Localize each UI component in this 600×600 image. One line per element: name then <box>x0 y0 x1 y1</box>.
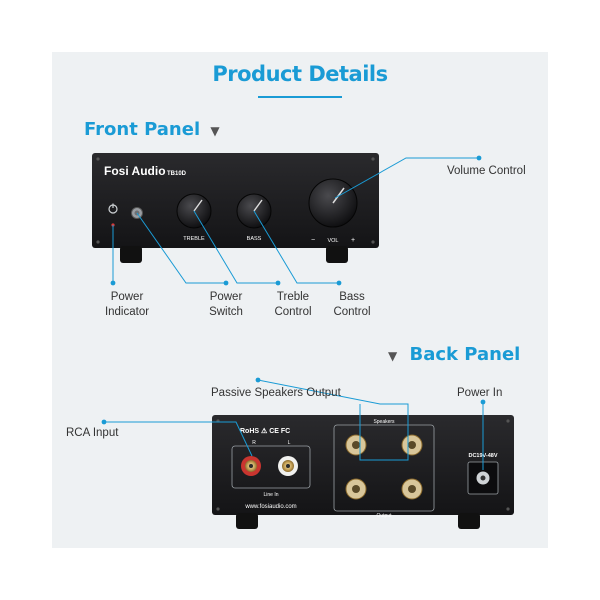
certifications-label: RoHS ⚠ CE FC <box>240 427 290 435</box>
model-label: TB10D <box>167 171 187 177</box>
volume-control-callout: Volume Control <box>447 165 526 177</box>
front-foot-left <box>120 246 142 263</box>
website-label: www.fosiaudio.com <box>244 504 296 510</box>
treble-callout-line <box>193 210 278 284</box>
treble-control-callout-line1: Treble <box>276 291 310 303</box>
volume-minus-label: − <box>311 237 315 244</box>
power-switch-callout: Power Switch <box>206 290 246 320</box>
bass-control-callout-line2: Control <box>333 306 371 318</box>
power-indicator-callout: Power Indicator <box>103 290 151 320</box>
bass-knob-label: BASS <box>247 236 262 242</box>
power-switch-callout-line2: Switch <box>209 306 243 318</box>
front-panel-heading-text: Front Panel <box>84 119 201 140</box>
speakers-output-callout-line <box>257 379 409 461</box>
back-amplifier: RoHS ⚠ CE FC R L Line In www.fosiaudio.c… <box>212 415 514 529</box>
caret-down-icon: ▼ <box>210 124 220 138</box>
bass-callout-line <box>253 210 339 284</box>
speaker-terminals <box>345 434 423 500</box>
volume-plus-label: + <box>351 237 355 244</box>
rca-input-callout: RCA Input <box>66 427 119 439</box>
back-foot-right <box>458 513 480 529</box>
front-callout-dots <box>110 155 482 286</box>
power-indicator-callout-line1: Power <box>110 291 144 303</box>
treble-control-callout-line2: Control <box>274 306 312 318</box>
back-chassis <box>212 415 514 515</box>
screw <box>371 240 375 244</box>
brand-label: Fosi Audio <box>104 164 166 178</box>
speakers-label: Speakers <box>373 419 395 425</box>
line-in-label: Line In <box>263 492 278 498</box>
front-callout-lines <box>112 157 479 284</box>
front-foot-right <box>326 246 348 263</box>
title-underline <box>258 96 342 98</box>
passive-speakers-output-callout: Passive Speakers Output <box>211 387 341 399</box>
line-in-frame <box>231 445 311 489</box>
screw <box>371 157 375 161</box>
caret-down-icon: ▼ <box>388 349 398 363</box>
power-indicator-callout-line2: Indicator <box>104 306 150 318</box>
back-callout-lines <box>104 379 484 470</box>
back-panel-heading-text: Back Panel <box>409 344 521 365</box>
back-callout-dots <box>101 377 486 425</box>
treble-knob-label: TREBLE <box>183 236 205 242</box>
output-label: Output <box>376 513 392 519</box>
power-in-callout: Power In <box>457 387 503 399</box>
rca-l-label: L <box>288 440 291 446</box>
volume-knob-label: VOL <box>327 238 338 244</box>
power-switch-callout-line1: Power <box>209 291 243 303</box>
volume-callout-line <box>334 157 479 199</box>
rca-r-label: R <box>252 440 256 446</box>
power-switch-callout-line <box>136 212 226 284</box>
treble-control-callout: Treble Control <box>270 290 316 320</box>
front-chassis <box>92 153 379 248</box>
front-panel-heading: Front Panel ▼ <box>84 119 220 140</box>
page-title: Product Details <box>212 62 388 86</box>
bass-control-callout: Bass Control <box>329 290 375 320</box>
back-foot-left <box>236 513 258 529</box>
bass-control-callout-line1: Bass <box>339 291 365 303</box>
screw <box>96 157 100 161</box>
rca-input-callout-line <box>104 421 253 457</box>
back-panel-heading: ▼ Back Panel <box>388 344 520 365</box>
screw <box>96 240 100 244</box>
front-amplifier: Fosi Audio TB10D TREBLE BASS − VOL + <box>92 153 379 263</box>
speakers-frame <box>333 424 435 512</box>
